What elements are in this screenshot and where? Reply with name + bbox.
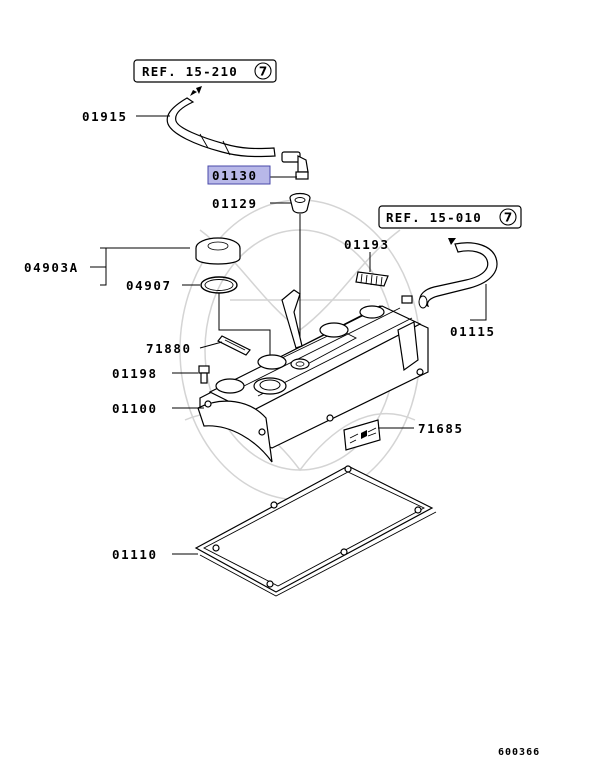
leader-71880 [199,341,223,349]
ref-top-text: REF. 15-210 [142,64,238,79]
pcv-valve-01130 [281,151,309,180]
o-ring-04907 [200,276,238,294]
label-01130[interactable]: 01130 [212,168,258,183]
leader-01115 [470,284,487,321]
label-01915[interactable]: 01915 [82,109,128,124]
label-01110[interactable]: 01110 [112,547,158,562]
label-04907[interactable]: 04907 [126,278,172,293]
arrow-to-ref-right [448,238,456,245]
highlight-box-01130 [207,165,271,185]
leader-cap-to-neck [218,293,271,378]
hose-01915 [166,97,276,158]
ref-box-top[interactable]: REF. 15-210 7 [133,59,277,83]
decal-71880 [217,335,251,356]
caution-label-71685 [343,419,381,451]
label-71685[interactable]: 71685 [418,421,464,436]
hose-01115 [418,242,498,309]
label-01198[interactable]: 01198 [112,366,158,381]
oil-cap [195,237,241,265]
label-71880[interactable]: 71880 [146,341,192,356]
part-01193 [355,271,389,287]
label-01193[interactable]: 01193 [344,237,390,252]
ref-right-text: REF. 15-010 [386,210,482,225]
ref-box-right[interactable]: REF. 15-010 7 [378,205,522,229]
label-01129[interactable]: 01129 [212,196,258,211]
figure-number: 600366 [498,747,540,758]
arrow-to-ref-top [190,86,202,96]
ref-right-circled: 7 [504,211,512,225]
rocker-cover-01100 [197,289,429,463]
grommet-01129 [289,192,311,214]
label-01100[interactable]: 01100 [112,401,158,416]
label-04903A[interactable]: 04903A [24,260,79,275]
gasket-01110 [194,465,437,597]
ref-top-circled: 7 [259,65,267,79]
bolt-01198 [198,365,210,384]
label-01115[interactable]: 01115 [450,324,496,339]
